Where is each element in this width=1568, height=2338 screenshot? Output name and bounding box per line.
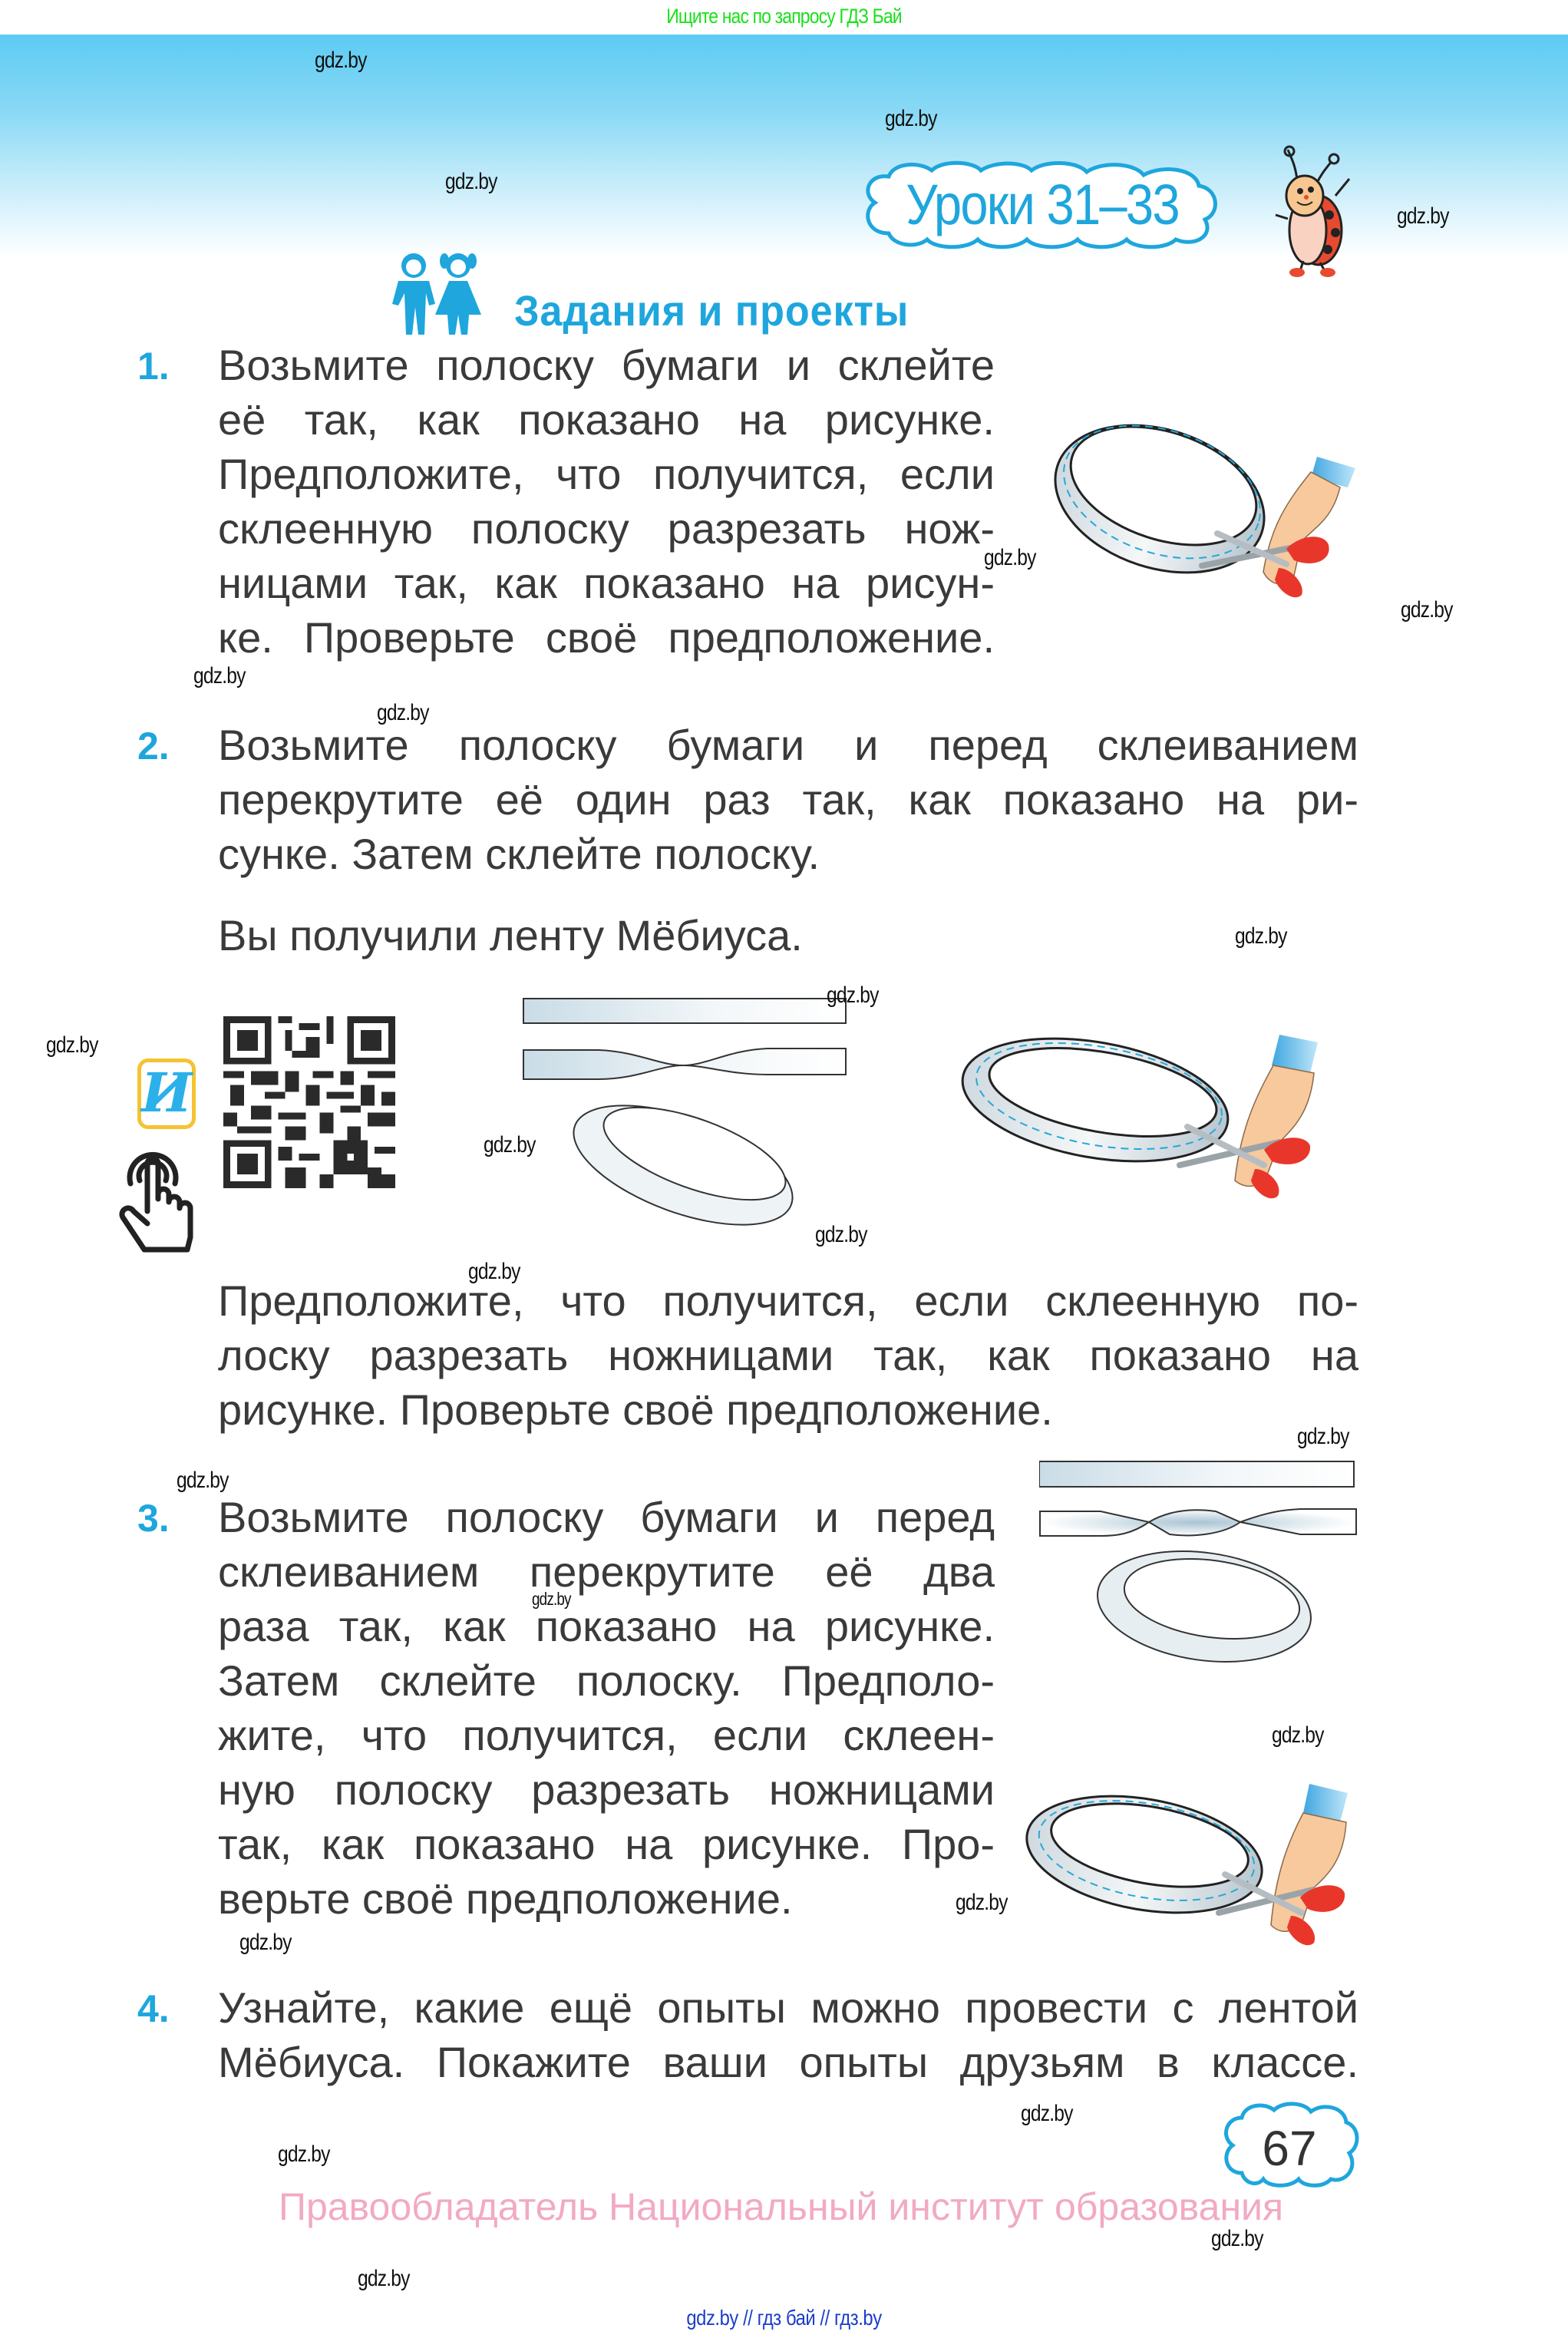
task-2-text: Возьмите полоску бумаги и перед склеиван… bbox=[218, 718, 1358, 881]
interactive-badge[interactable]: И bbox=[137, 1058, 196, 1129]
double-twist-cut-illustration bbox=[1018, 1762, 1371, 1950]
text-line: лоску разрезать ножницами так, как показ… bbox=[218, 1331, 1358, 1379]
mobius-strip-steps-illustration bbox=[522, 996, 852, 1234]
top-banner: Ищите нас по запросу ГДЗ Бай bbox=[117, 0, 1451, 35]
text-line: её так, как показано на рисунке. bbox=[218, 395, 995, 444]
task-number: 2. bbox=[137, 725, 170, 768]
double-twist-strip-illustration bbox=[1039, 1461, 1362, 1691]
text-line: Предположите, что получится, если склеен… bbox=[218, 1276, 1358, 1325]
watermark: gdz.by bbox=[815, 1222, 867, 1247]
ring-cut-illustration bbox=[1025, 395, 1394, 610]
touch-hand-icon[interactable] bbox=[114, 1138, 198, 1253]
text-line: перекрутите её один раз так, как показан… bbox=[218, 775, 1358, 824]
watermark: gdz.by bbox=[1297, 1424, 1349, 1449]
watermark: gdz.by bbox=[468, 1259, 520, 1284]
watermark: gdz.by bbox=[484, 1132, 536, 1157]
text-line: склеиванием перекрутите её два bbox=[218, 1547, 995, 1596]
watermark: gdz.by bbox=[377, 700, 429, 725]
section-title: Задания и проекты bbox=[514, 286, 909, 335]
page-number-cloud-icon bbox=[1219, 2099, 1362, 2188]
text-line: ную полоску разрезать ножницами bbox=[218, 1765, 995, 1814]
text-line: жите, что получится, если склеен- bbox=[218, 1711, 995, 1759]
mobius-result-text: Вы получили ленту Мёбиуса. bbox=[218, 911, 803, 959]
watermark: gdz.by bbox=[445, 169, 497, 194]
watermark: gdz.by bbox=[1397, 203, 1449, 229]
qr-code[interactable] bbox=[223, 1016, 395, 1188]
text-line: Узнайте, какие ещё опыты можно провести … bbox=[218, 1983, 1358, 2032]
text-line: раза так, как показано на рисунке. bbox=[218, 1602, 995, 1650]
watermark: gdz.by bbox=[827, 982, 879, 1008]
mobius-cut-illustration bbox=[949, 1012, 1356, 1204]
text-line: так, как показано на рисунке. Про- bbox=[218, 1820, 995, 1868]
text-line: Возьмите полоску бумаги и перед склеиван… bbox=[218, 721, 1358, 769]
watermark: gdz.by bbox=[358, 2266, 410, 2291]
footer-links[interactable]: gdz.by // гдз бай // гдз.by bbox=[686, 2306, 882, 2330]
lesson-title: Уроки 31–33 bbox=[906, 173, 1180, 236]
watermark: gdz.by bbox=[1272, 1722, 1324, 1748]
task-4-text: Узнайте, какие ещё опыты можно провести … bbox=[218, 1980, 1358, 2089]
watermark: gdz.by bbox=[956, 1890, 1008, 1915]
watermark: gdz.by bbox=[193, 663, 246, 689]
text-line: верьте своё предположение. bbox=[218, 1874, 793, 1923]
watermark: gdz.by bbox=[885, 106, 937, 131]
text-line: Мёбиуса. Покажите ваши опыты друзьям в к… bbox=[218, 2038, 1358, 2086]
text-line: Затем склейте полоску. Предполо- bbox=[218, 1656, 995, 1705]
text-line: склеенную полоску разрезать нож- bbox=[218, 504, 995, 553]
watermark: gdz.by bbox=[239, 1930, 292, 1955]
watermark: gdz.by bbox=[278, 2142, 330, 2167]
watermark: gdz.by bbox=[1235, 923, 1287, 949]
text-line: ницами так, как показано на рисун- bbox=[218, 559, 995, 607]
task-1-text: Возьмите полоску бумаги и склейте её так… bbox=[218, 338, 995, 665]
text-line: Возьмите полоску бумаги и перед bbox=[218, 1493, 995, 1541]
watermark: gdz.by bbox=[315, 48, 367, 73]
task-2-followup-text: Предположите, что получится, если склеен… bbox=[218, 1273, 1358, 1437]
task-number: 4. bbox=[137, 1987, 170, 2030]
watermark: gdz.by bbox=[1211, 2226, 1263, 2251]
watermark: gdz.by bbox=[984, 545, 1036, 570]
text-line: Возьмите полоску бумаги и склейте bbox=[218, 341, 995, 389]
watermark: gdz.by bbox=[532, 1589, 571, 1609]
task-3-text: Возьмите полоску бумаги и перед склеиван… bbox=[218, 1490, 995, 1926]
text-line: рисунке. Проверьте своё предположение. bbox=[218, 1385, 1053, 1434]
watermark: gdz.by bbox=[177, 1468, 229, 1493]
watermark: gdz.by bbox=[1021, 2101, 1073, 2126]
watermark: gdz.by bbox=[1401, 597, 1453, 622]
task-number: 1. bbox=[137, 345, 170, 388]
ladybug-icon bbox=[1274, 142, 1366, 280]
text-line: сунке. Затем склейте полоску. bbox=[218, 830, 820, 878]
kids-icon bbox=[391, 250, 486, 336]
text-line: ке. Проверьте своё предположение. bbox=[218, 613, 995, 662]
watermark: gdz.by bbox=[46, 1032, 98, 1058]
lesson-cloud-icon bbox=[858, 160, 1223, 250]
copyright-notice: Правообладатель Национальный институт об… bbox=[279, 2185, 1284, 2228]
page-number: 67 bbox=[1262, 2121, 1317, 2176]
task-number: 3. bbox=[137, 1497, 170, 1540]
text-line: Предположите, что получится, если bbox=[218, 450, 995, 498]
